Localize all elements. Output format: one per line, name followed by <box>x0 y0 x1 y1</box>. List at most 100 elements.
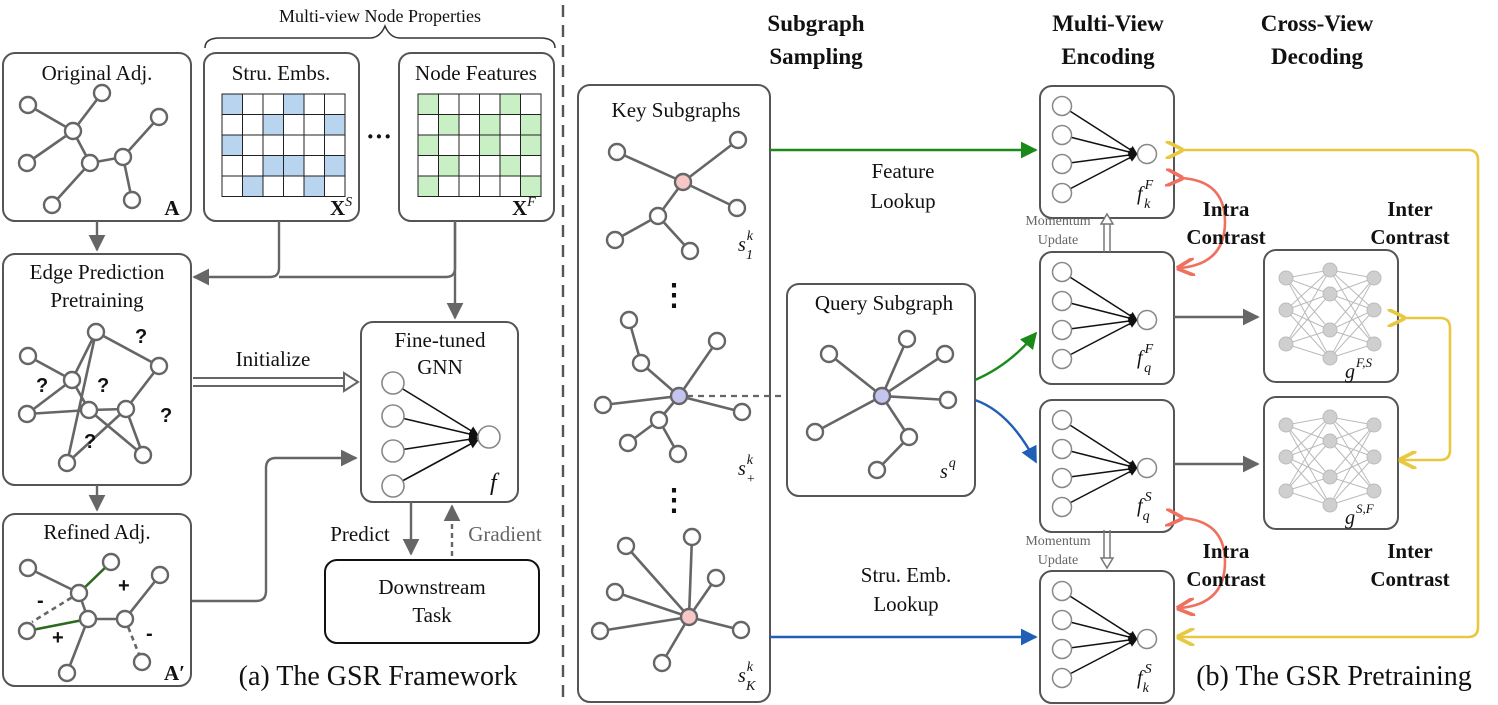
refined-adj-box: Refined Adj. - <box>2 513 192 687</box>
decoder-edge <box>1329 309 1375 359</box>
encoder-node <box>1051 638 1073 660</box>
encoder-fqS <box>1039 399 1175 533</box>
decoder-edge <box>1329 269 1375 345</box>
crossview-decoding-line2: Decoding <box>1271 44 1364 69</box>
encoder-node <box>1051 348 1073 370</box>
encoder-node <box>1051 261 1073 283</box>
encoder-node <box>1051 667 1073 689</box>
edge-pred-graph <box>17 322 169 473</box>
decoder-edge <box>1285 277 1331 331</box>
decoder-edge <box>1285 293 1331 311</box>
encoder-edge <box>1061 300 1138 323</box>
edge-pred-line2: Pretraining <box>50 288 144 312</box>
inter-line1: Inter <box>1387 539 1433 563</box>
intra-line1: Intra <box>1203 539 1250 563</box>
original-adj-box: Original Adj. A <box>2 52 192 222</box>
decoder-edge <box>1329 277 1375 295</box>
decoder-edge <box>1285 416 1331 458</box>
encoder-node <box>1051 153 1073 175</box>
decoder-edge <box>1285 277 1331 295</box>
decoder-edge <box>1285 424 1331 442</box>
grid-cell <box>520 93 542 115</box>
grid-cell <box>479 114 501 136</box>
grid-cell <box>438 93 460 115</box>
inter-line2: Contrast <box>1370 567 1449 591</box>
question-mark: ? <box>97 375 109 397</box>
inter-line1: Inter <box>1387 197 1433 221</box>
grid-cell <box>499 93 521 115</box>
multiview-encoding-line1: Multi-View <box>1052 11 1164 36</box>
decoder-edge <box>1329 277 1375 359</box>
panel-a: Multi-view Node Properties Original Adj. <box>2 6 556 692</box>
decoder-edge <box>1285 440 1331 458</box>
grid-cell <box>479 175 501 197</box>
query-subgraph-label: Query Subgraph <box>815 291 954 315</box>
grid-cell <box>479 93 501 115</box>
decoder-edge <box>1329 329 1375 345</box>
grid-cell <box>324 114 346 136</box>
f-label: f <box>490 470 500 496</box>
grid-cell <box>458 134 480 156</box>
grid-cell <box>283 155 305 177</box>
gFS-label: gF,S <box>1345 355 1373 383</box>
decoder-edge <box>1329 424 1375 478</box>
grid-cell <box>458 155 480 177</box>
grid-cell <box>221 93 243 115</box>
grid-cell <box>303 155 325 177</box>
grid-cell <box>417 134 439 156</box>
matrix-XF-label: XF <box>512 195 536 220</box>
grid-cell <box>458 114 480 136</box>
arrow-strus-to-edgepred <box>192 221 281 286</box>
question-mark: ? <box>135 326 147 348</box>
decoder-edge <box>1285 269 1331 311</box>
grid-cell <box>417 175 439 197</box>
downstream-task-box: Downstream Task <box>324 559 540 644</box>
grid-cell <box>438 134 460 156</box>
decoder-edge <box>1329 490 1375 506</box>
decoder-node <box>1322 433 1338 449</box>
grid-cell <box>262 114 284 136</box>
grid-cell <box>283 175 305 197</box>
grid-cell <box>303 134 325 156</box>
finetuned-line2: GNN <box>417 355 463 379</box>
intra-contrast-arrow-bottom <box>1180 518 1227 608</box>
decoder-edge <box>1329 416 1375 492</box>
intra-line1: Intra <box>1203 197 1250 221</box>
encoder-edge <box>1061 319 1138 360</box>
grid-cell <box>417 93 439 115</box>
encoder-edge <box>1061 590 1138 640</box>
grid-cell <box>242 114 264 136</box>
decoder-node <box>1322 497 1338 513</box>
multiview-encoding-line2: Encoding <box>1061 44 1155 69</box>
grid-cell <box>262 134 284 156</box>
decoder-edge <box>1329 456 1375 506</box>
edge-prediction-box: Edge Prediction Pretraining <box>2 253 192 486</box>
stru-lookup-line2: Lookup <box>873 592 938 616</box>
grid-cell <box>520 134 542 156</box>
grid-cell <box>221 114 243 136</box>
question-mark: ? <box>160 405 172 427</box>
encoder-output-node <box>1136 628 1158 650</box>
grid-cell <box>262 93 284 115</box>
finetuned-line1: Fine-tuned <box>395 328 486 352</box>
multiview-title: Multi-view Node Properties <box>279 6 481 26</box>
decoder-edge <box>1329 343 1375 359</box>
grid-cell <box>458 93 480 115</box>
decoder-edge <box>1329 277 1375 331</box>
question-mark: ? <box>84 431 96 453</box>
decoder-node <box>1278 336 1294 352</box>
decoder-edge <box>1329 424 1375 442</box>
predict-label: Predict <box>330 522 390 546</box>
refined-graph <box>17 552 170 683</box>
grid-cell <box>242 175 264 197</box>
grid-cell <box>324 93 346 115</box>
grid-cell <box>303 114 325 136</box>
intra-line2: Contrast <box>1186 567 1265 591</box>
encoder-node <box>1051 580 1073 602</box>
grid-cell <box>520 155 542 177</box>
encoder-output-node <box>1136 143 1158 165</box>
